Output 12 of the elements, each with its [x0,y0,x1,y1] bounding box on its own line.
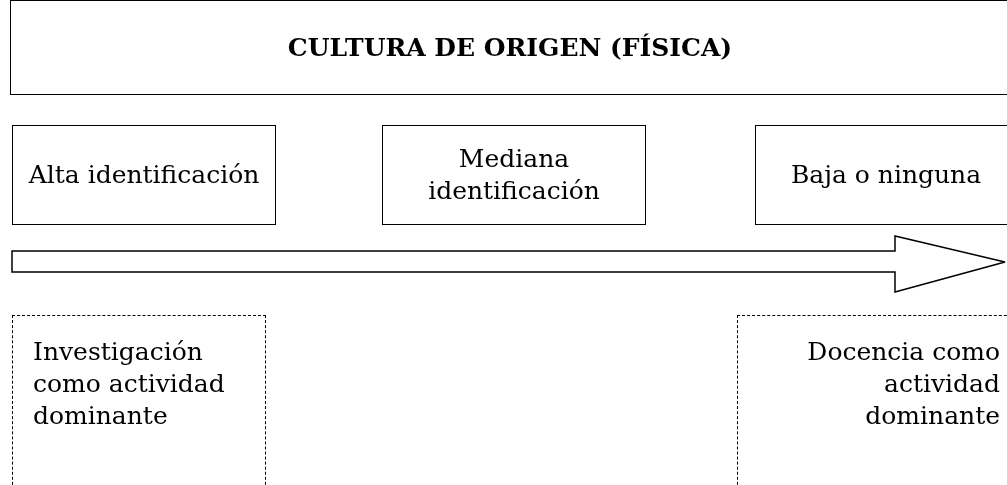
box-label: Alta identificación [27,159,261,191]
title-box [10,0,1007,95]
box-label: Investigación como actividad dominante [33,336,226,432]
dashed-box [737,315,1007,485]
category-box [755,125,1007,225]
category-box [12,125,276,225]
title-text: CULTURA DE ORIGEN (FÍSICA) [286,31,734,64]
category-box [382,125,646,225]
box-label: Mediana identificación [427,143,601,207]
box-label: Baja o ninguna [789,159,983,191]
box-label: Docencia como actividad dominante [806,336,1000,432]
dashed-box [12,315,266,485]
